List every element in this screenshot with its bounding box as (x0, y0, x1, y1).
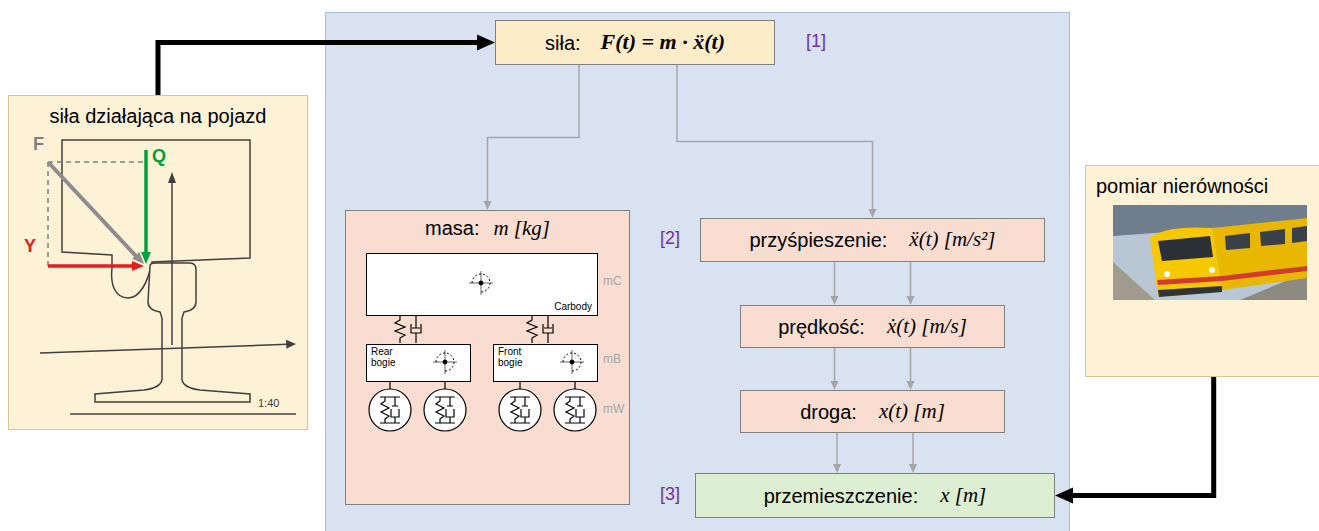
force-label: Y (24, 236, 36, 258)
part-name: Front bogie (498, 347, 542, 368)
connector-line (836, 433, 838, 466)
connector-line (1069, 377, 1213, 496)
panel-heading: pomiar nierówności (1096, 174, 1268, 198)
part-name: Rear bogie (371, 347, 415, 368)
quantity-name: przemieszczenie: (764, 484, 919, 508)
flow-arrow (830, 348, 838, 390)
flow-arrow (906, 348, 914, 390)
flow-arrow (677, 65, 877, 218)
flow-arrow (906, 262, 914, 305)
arrow-head (909, 464, 917, 473)
quantity-box: prędkość: ẋ(t) [m/s] (740, 305, 1005, 348)
quantity-name: droga: (800, 400, 857, 424)
heading-row: masa: m [kg] (346, 216, 629, 241)
mass-label: mB (603, 352, 621, 366)
force-label: Q (152, 146, 166, 168)
quantity-box: przyśpieszenie: ẍ(t) [m/s²] (700, 218, 1045, 262)
input-arrow (1055, 377, 1214, 504)
carbody-box: Carbody (366, 253, 598, 316)
connector-line (912, 433, 914, 466)
result-box: przemieszczenie: x [m] (695, 473, 1055, 518)
quantity-value: m [kg] (493, 216, 550, 241)
arrow-head (483, 201, 491, 210)
slope-label: 1:40 (258, 397, 279, 410)
connector-line (834, 348, 836, 383)
flow-arrow (830, 262, 838, 305)
input-arrow (158, 34, 495, 95)
quantity-name: prędkość: (778, 315, 865, 339)
source-panel: pomiar nierówności (1085, 165, 1319, 377)
flow-arrow (833, 433, 841, 473)
arrow-head (868, 209, 876, 218)
quantity-value: x [m] (940, 483, 986, 508)
context-panel: siła działająca na pojazd (8, 95, 308, 430)
formula-box: siła: F(t) = m · ẍ(t) (495, 20, 775, 65)
part-name: Carbody (554, 301, 592, 313)
quantity-name: siła: (545, 31, 581, 55)
callout-number: [2] (660, 228, 680, 250)
force-label: F (33, 134, 44, 156)
quantity-value: x(t) [m] (879, 399, 945, 424)
callout-number: [3] (660, 484, 680, 506)
connector-line (834, 262, 836, 298)
quantity-name: masa: (425, 216, 479, 240)
bogie-box: Rear bogie (366, 344, 471, 382)
quantity-value: ẋ(t) [m/s] (887, 314, 967, 339)
formula: F(t) = m · ẍ(t) (601, 29, 725, 55)
arrow-head (906, 381, 914, 390)
arrow-head (830, 381, 838, 390)
arrow-head (477, 34, 495, 50)
mass-box: masa: m [kg] CarbodyRear bogie Front bogie (345, 210, 630, 505)
quantity-value: ẍ(t) [m/s²] (909, 227, 995, 252)
quantity-name: przyśpieszenie: (749, 228, 887, 252)
arrow-head (833, 464, 841, 473)
connector-line (488, 65, 580, 203)
mass-label: mW (603, 402, 624, 416)
flow-arrow (483, 65, 579, 210)
callout-number: [1] (806, 31, 826, 53)
arrow-head (830, 296, 838, 305)
quantity-box: droga: x(t) [m] (740, 390, 1005, 433)
panel-heading: siła działająca na pojazd (50, 104, 267, 128)
connector-line (910, 262, 912, 298)
connector-line (158, 43, 481, 96)
mass-label: mC (603, 274, 622, 288)
bogie-box: Front bogie (493, 344, 598, 382)
connector-line (677, 65, 873, 211)
connector-line (910, 348, 912, 383)
arrow-head (1055, 487, 1073, 503)
flow-arrow (909, 433, 917, 473)
arrow-head (906, 296, 914, 305)
